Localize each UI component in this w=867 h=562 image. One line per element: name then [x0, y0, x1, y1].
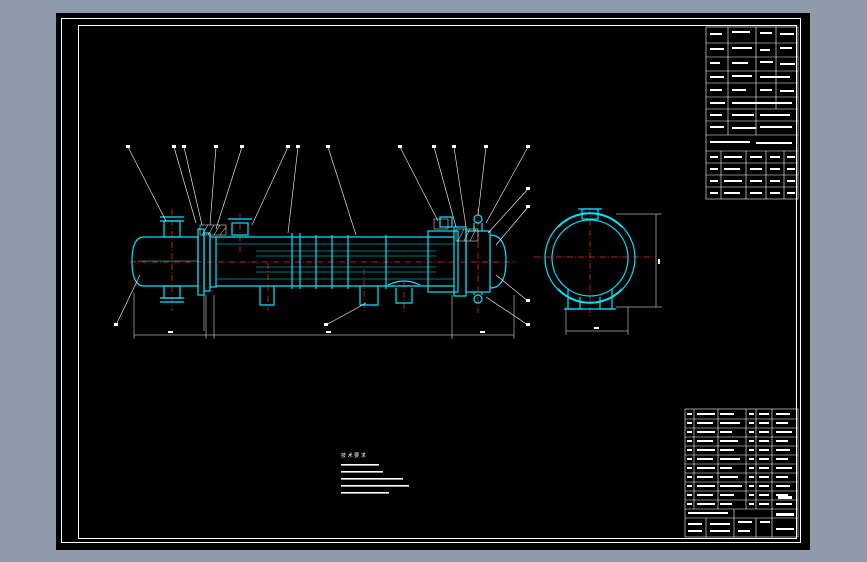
technical-notes-title: 技 术 要 求 [341, 453, 366, 459]
part-balloons [114, 145, 530, 326]
parameter-table [705, 26, 799, 200]
drawing-sheet: 技 术 要 求 [56, 13, 810, 550]
dimension-text [168, 259, 660, 333]
section-hatch [199, 218, 479, 242]
technical-notes-lines [341, 464, 409, 494]
exchanger-end-view [544, 208, 636, 310]
technical-notes: 技 术 要 求 [341, 453, 421, 502]
bill-of-materials [684, 408, 799, 538]
dimension-lines [133, 213, 662, 339]
parameter-table-text [710, 31, 795, 194]
centerlines [130, 208, 656, 318]
sheet-inner-border [78, 25, 797, 539]
exchanger-front-view [131, 214, 507, 306]
bom-text [687, 413, 794, 532]
drawing-svg [114, 26, 799, 538]
sheet-outer-border [61, 18, 801, 543]
part-leaders [115, 146, 529, 326]
